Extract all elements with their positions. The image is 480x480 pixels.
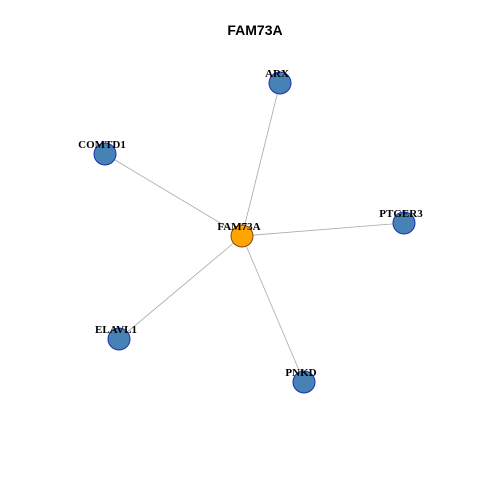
node-label-fam73a: FAM73A xyxy=(217,221,260,233)
node-circle-pnkd xyxy=(292,370,316,394)
node-comtd1: COMTD1 xyxy=(78,139,126,166)
edge-fam73a-elavl1 xyxy=(118,235,243,340)
node-label-pnkd: PNKD xyxy=(285,367,316,379)
edge-fam73a-comtd1 xyxy=(104,153,243,237)
node-ptger3: PTGER3 xyxy=(379,208,423,235)
node-label-ptger3: PTGER3 xyxy=(379,208,423,220)
node-circle-arx xyxy=(268,71,292,95)
node-label-elavl1: ELAVL1 xyxy=(95,324,137,336)
diagram-title: FAM73A xyxy=(227,22,282,38)
node-circle-fam73a xyxy=(230,224,254,248)
edge-layer xyxy=(104,82,405,383)
node-pnkd: PNKD xyxy=(285,367,317,394)
node-label-comtd1: COMTD1 xyxy=(78,139,126,151)
node-label-arx: ARX xyxy=(265,68,289,80)
node-circle-elavl1 xyxy=(107,327,131,351)
node-circle-comtd1 xyxy=(93,142,117,166)
node-fam73a: FAM73A xyxy=(217,221,261,248)
node-arx: ARX xyxy=(265,68,292,95)
edge-fam73a-ptger3 xyxy=(241,222,405,237)
edge-fam73a-pnkd xyxy=(241,235,305,383)
node-elavl1: ELAVL1 xyxy=(95,324,137,351)
node-circle-ptger3 xyxy=(392,211,416,235)
edge-fam73a-arx xyxy=(241,82,281,237)
